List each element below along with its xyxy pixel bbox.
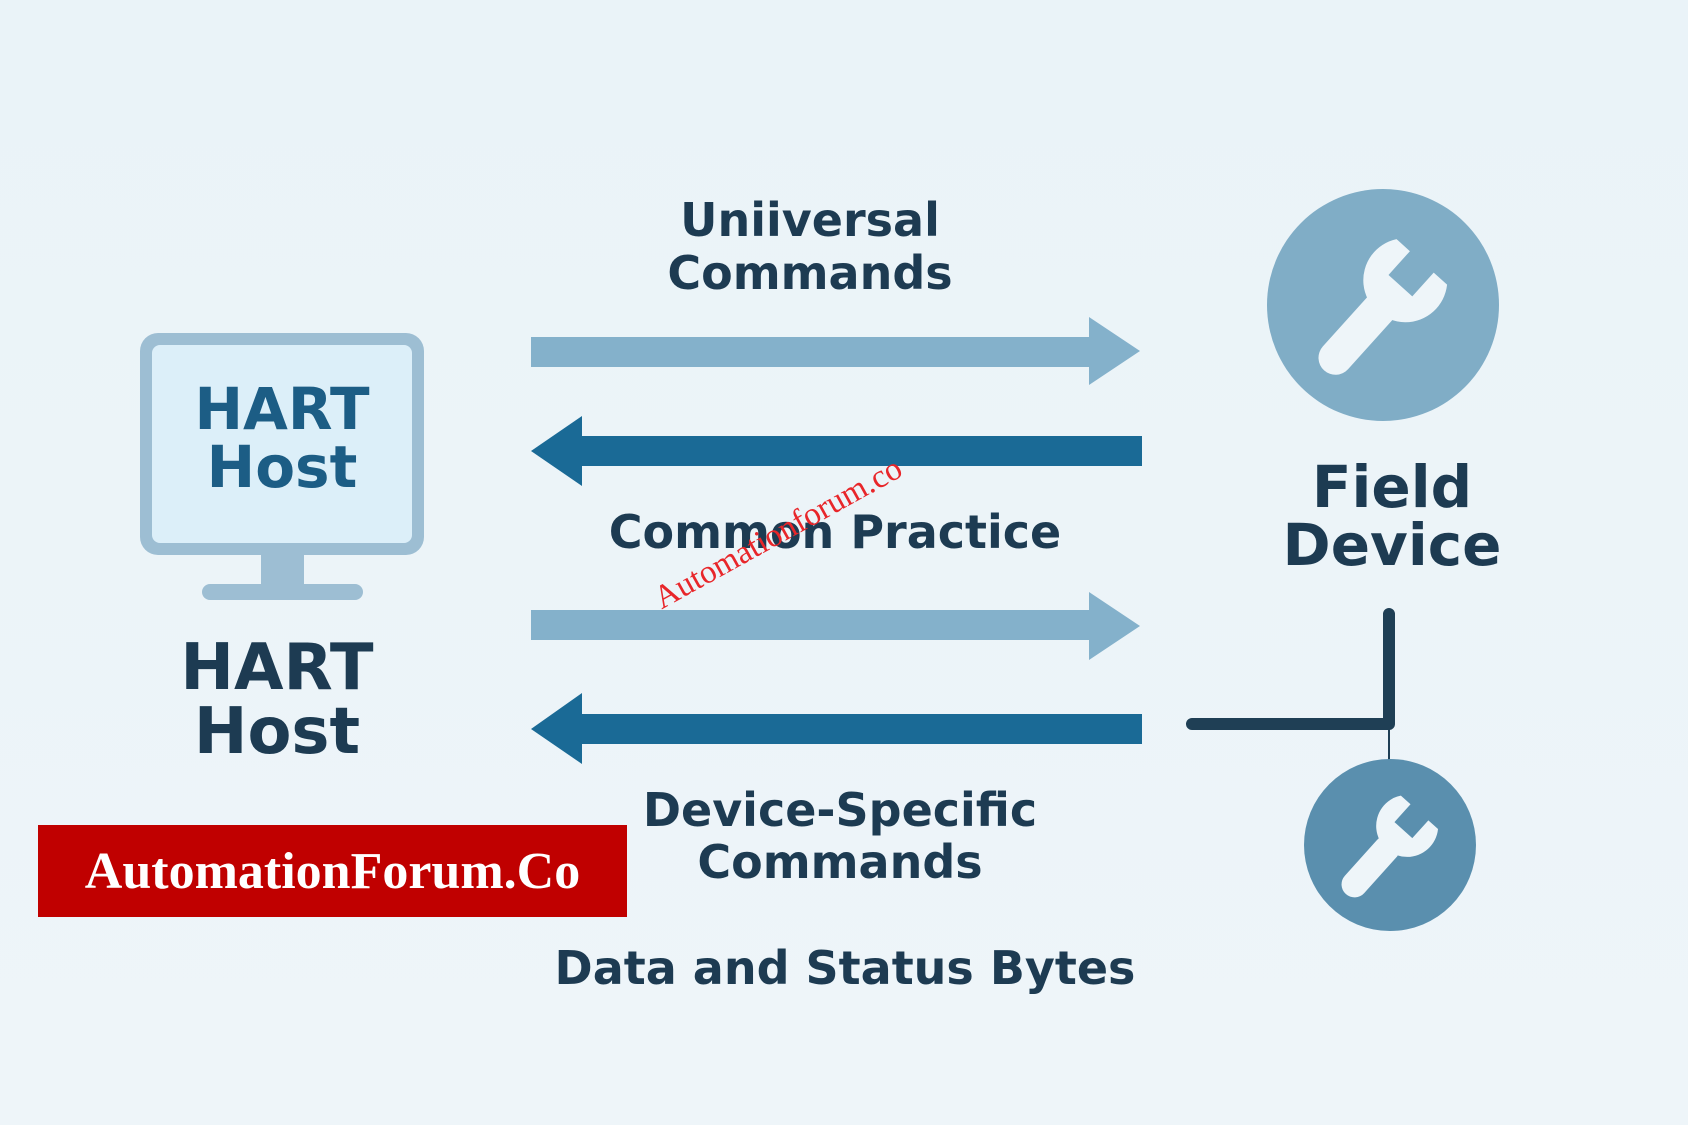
- wrench-icon: [1304, 759, 1476, 931]
- wrench-icon: [1267, 189, 1499, 421]
- common-practice-arrow: [531, 592, 1140, 660]
- device-specific-label: Device-Specific Commands: [642, 783, 1038, 890]
- universal-commands-label: Uniiversal Commands: [667, 193, 953, 301]
- field-device-label: Field Device: [1282, 453, 1502, 579]
- device-connector: [1186, 608, 1395, 762]
- host-screen-label: HART Host: [194, 375, 370, 501]
- common-practice-label: Common Practice: [608, 505, 1062, 559]
- monitor-icon: [140, 333, 424, 600]
- universal-commands-arrow: [531, 317, 1140, 385]
- host-caption: HART Host: [180, 631, 374, 769]
- response-arrow-2: [531, 693, 1142, 764]
- brand-badge-text: AutomationForum.Co: [84, 842, 581, 900]
- brand-badge: AutomationForum.Co: [38, 825, 627, 917]
- response-arrow-1: [531, 416, 1142, 486]
- data-status-label: Data and Status Bytes: [554, 941, 1136, 995]
